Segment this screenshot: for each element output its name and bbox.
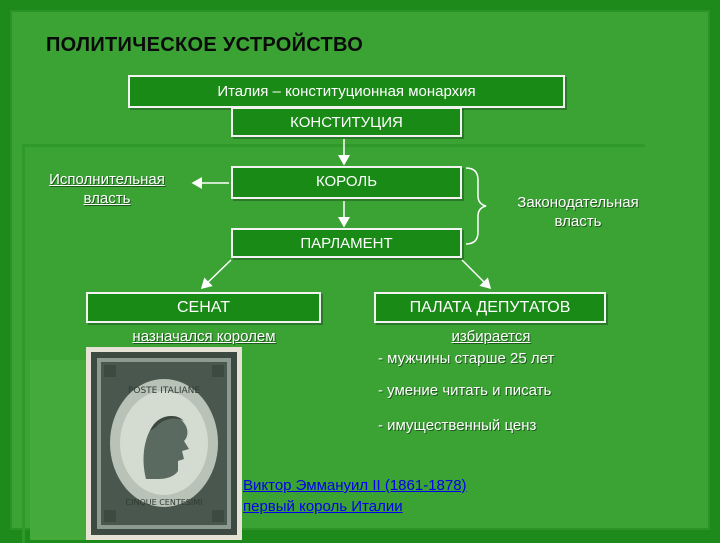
background-frame-inner — [22, 144, 645, 543]
arrow-parliament-to-senate — [200, 259, 232, 290]
legislative-brace — [465, 167, 487, 245]
senate-box: СЕНАТ — [86, 292, 321, 323]
chamber-condition-property: - имущественный ценз — [378, 417, 537, 434]
portrait-caption[interactable]: Виктор Эммануил II (1861-1878) первый ко… — [243, 475, 467, 517]
chamber-condition-literacy: - умение читать и писать — [378, 382, 552, 399]
stamp-bottom-text: CINQUE CENTESIMI — [126, 498, 203, 507]
senate-note: назначался королем — [132, 328, 276, 345]
chamber-condition-age: - мужчины старше 25 лет — [378, 350, 555, 367]
king-box: КОРОЛЬ — [231, 166, 462, 199]
legislative-power-label: Законодательная власть — [517, 194, 639, 230]
chamber-note: избирается — [451, 328, 531, 345]
subtitle-box: Италия – конституционная монархия — [128, 75, 565, 108]
caption-link-name[interactable]: Виктор Эммануил II (1861-1878) — [243, 477, 467, 494]
chamber-of-deputies-box: ПАЛАТА ДЕПУТАТОВ — [374, 292, 606, 323]
constitution-box: КОНСТИТУЦИЯ — [231, 107, 462, 137]
stamp-portrait-profile-icon — [143, 416, 189, 479]
postage-stamp-image: POSTE ITALIANE CINQUE CENTESIMI — [86, 347, 242, 540]
stamp-top-text: POSTE ITALIANE — [128, 386, 200, 396]
parliament-box: ПАРЛАМЕНТ — [231, 228, 462, 258]
page-title: ПОЛИТИЧЕСКОЕ УСТРОЙСТВО — [46, 34, 364, 56]
arrow-parliament-to-chamber — [461, 259, 492, 290]
executive-power-label: Исполнительная власть — [49, 171, 165, 207]
caption-link-title[interactable]: первый король Италии — [243, 498, 403, 515]
